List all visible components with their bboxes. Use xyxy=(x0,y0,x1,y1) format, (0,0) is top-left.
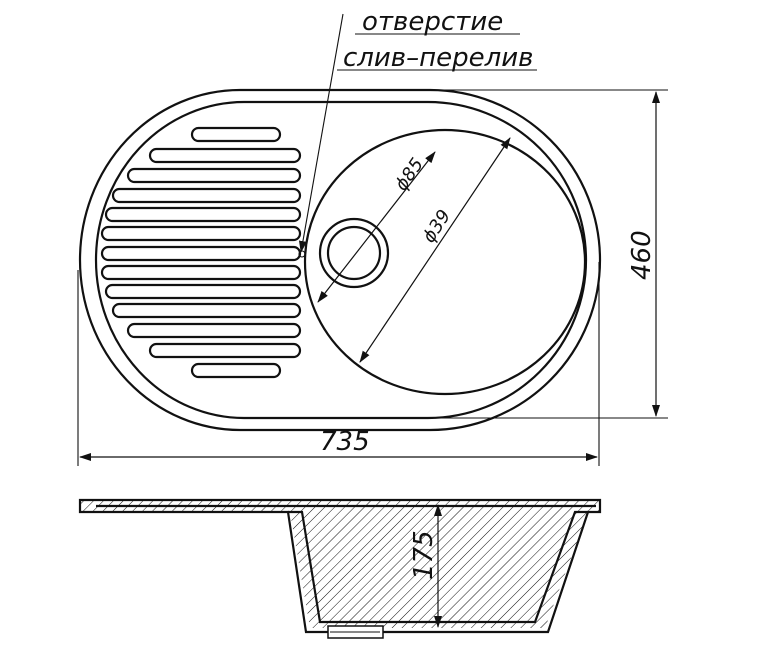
rib xyxy=(100,245,302,262)
width-label: 735 xyxy=(320,427,370,457)
rib xyxy=(100,264,302,281)
sink-plan-view: ϕ85 ϕ39 xyxy=(78,88,602,432)
sink-section-view: 175 xyxy=(78,498,602,639)
rib xyxy=(104,283,302,300)
rib xyxy=(126,322,302,339)
rib xyxy=(190,362,282,379)
rib xyxy=(148,147,302,164)
sink-inner-rim xyxy=(94,100,588,420)
overflow-annotation: отверстие слив–перелив xyxy=(298,7,537,253)
sink-outer-rim xyxy=(78,88,602,432)
height-dimension: 460 xyxy=(430,89,668,419)
width-dimension: 735 xyxy=(77,262,600,466)
section-hatch xyxy=(80,500,600,628)
rib xyxy=(190,126,282,143)
annotation-leader-line xyxy=(298,13,344,253)
depth-label: 175 xyxy=(409,530,439,580)
bowl-diameter-label: ϕ85 xyxy=(391,154,428,195)
rib xyxy=(111,187,302,204)
drain-diameter-line xyxy=(359,137,511,363)
rib xyxy=(111,302,302,319)
annotation-line2: слив–перелив xyxy=(343,43,533,73)
rib xyxy=(148,342,302,359)
bowl-outline xyxy=(303,128,587,396)
section-bowl-inner xyxy=(288,510,588,624)
drain-inner-ring xyxy=(326,225,382,281)
draining-board-ribs xyxy=(100,126,302,379)
annotation-line1: отверстие xyxy=(362,7,503,37)
section-outer-profile xyxy=(78,498,602,634)
drain-outer-ring xyxy=(318,217,390,289)
rib xyxy=(126,167,302,184)
rib xyxy=(104,206,302,223)
height-label: 460 xyxy=(627,230,657,280)
rib xyxy=(100,225,302,242)
drain-diameter-label: ϕ39 xyxy=(419,206,456,247)
